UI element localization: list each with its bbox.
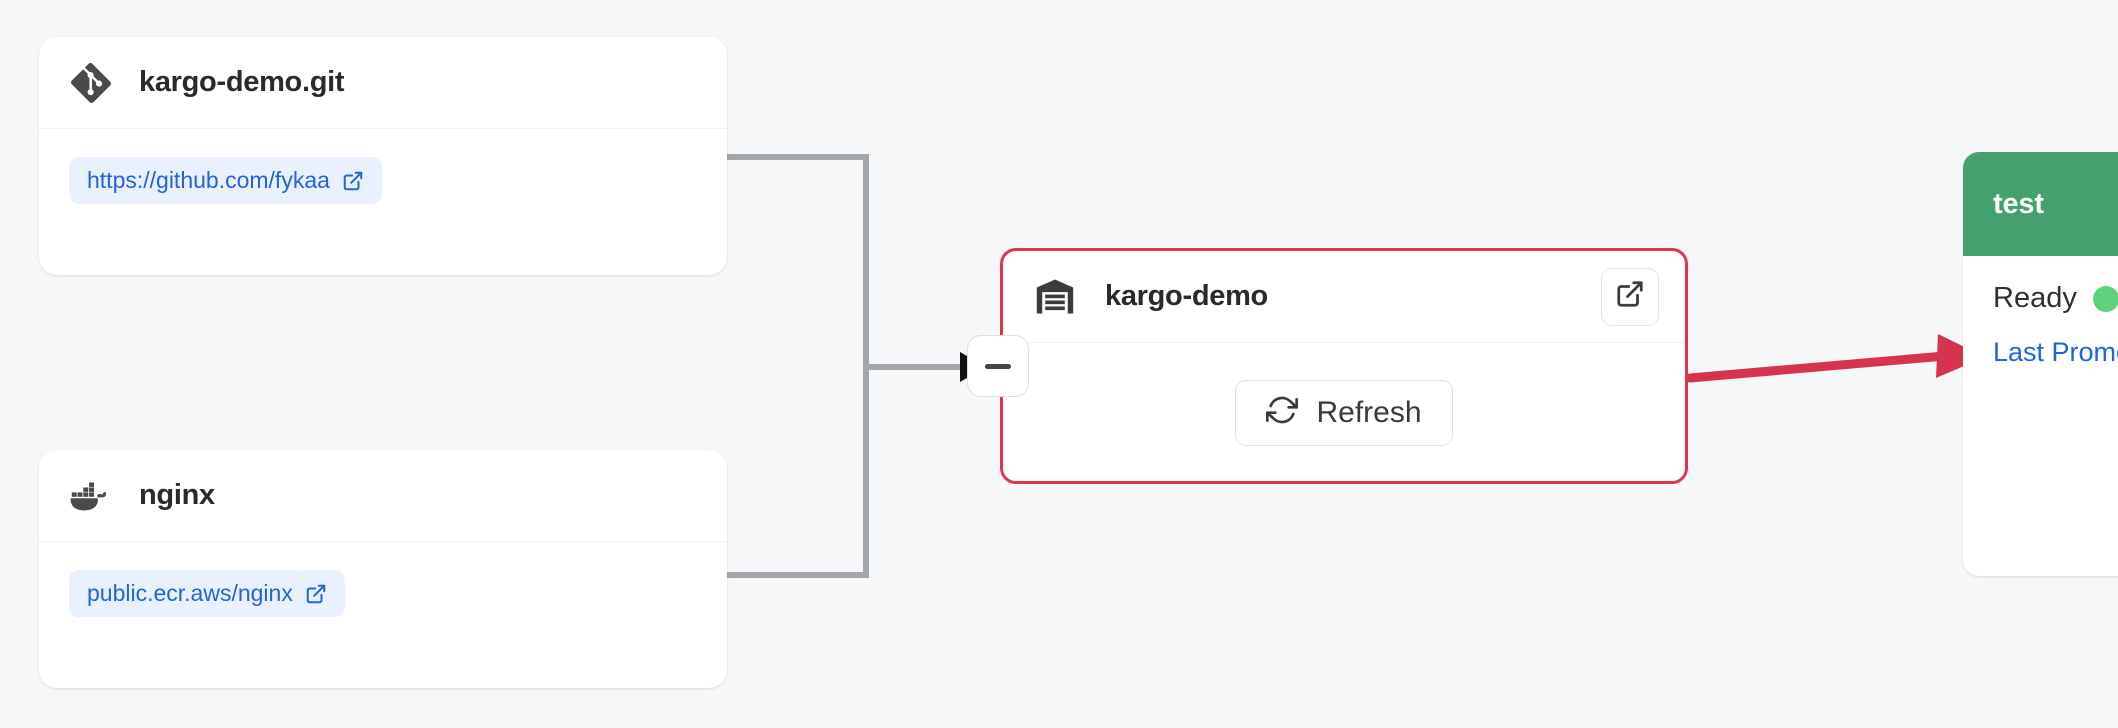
stage-body: Ready Last Promoted [1963, 256, 2118, 368]
warehouse-card[interactable]: kargo-demo [967, 248, 1688, 484]
edge-warehouse-to-stage [1685, 334, 1985, 383]
git-icon [69, 61, 113, 105]
external-link-icon [305, 583, 327, 605]
refresh-button-label: Refresh [1316, 396, 1422, 429]
refresh-button[interactable]: Refresh [1235, 380, 1453, 446]
card-body: public.ecr.aws/nginx [39, 542, 727, 645]
source-card-git[interactable]: kargo-demo.git https://github.com/fykaa [39, 37, 727, 275]
external-link-icon [342, 170, 364, 192]
stage-card-test[interactable]: test Ready Last Promoted [1963, 152, 2118, 576]
refresh-icon [1266, 394, 1299, 432]
card-header: nginx [39, 450, 727, 542]
status-dot-icon [2092, 285, 2118, 312]
stage-status: Ready [1993, 282, 2118, 315]
source-url-label: public.ecr.aws/nginx [87, 580, 293, 606]
status-label: Ready [1993, 282, 2077, 314]
source-card-image[interactable]: nginx public.ecr.aws/nginx [39, 450, 727, 688]
docker-icon [69, 474, 113, 518]
card-header: kargo-demo.git [39, 37, 727, 129]
source-url-link[interactable]: https://github.com/fykaa [69, 157, 382, 204]
source-url-label: https://github.com/fykaa [87, 167, 330, 193]
collapse-warehouse-button[interactable] [967, 335, 1029, 397]
minus-icon [985, 363, 1011, 369]
card-title: kargo-demo.git [139, 66, 345, 98]
card-body: https://github.com/fykaa [39, 129, 727, 232]
last-promoted-link[interactable]: Last Promoted [1993, 337, 2118, 367]
warehouse-card-body: Refresh [1003, 343, 1685, 483]
stage-header: test [1963, 152, 2118, 256]
card-title: nginx [139, 479, 215, 511]
edge-sources-to-warehouse [724, 154, 965, 578]
source-url-link[interactable]: public.ecr.aws/nginx [69, 570, 345, 617]
warehouse-icon [1033, 275, 1077, 319]
open-warehouse-button[interactable] [1601, 267, 1659, 326]
card-title: kargo-demo [1105, 280, 1268, 312]
external-link-icon [1615, 279, 1645, 314]
stage-name: test [1993, 187, 2044, 220]
card-header: kargo-demo [1003, 251, 1685, 343]
